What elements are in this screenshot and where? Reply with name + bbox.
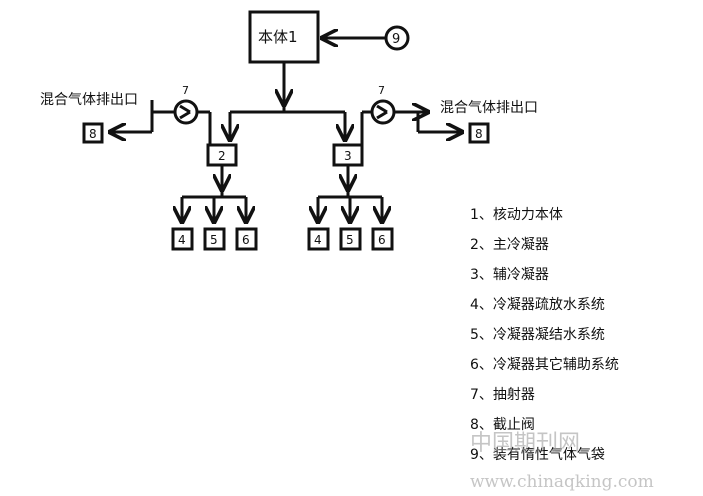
legend-item: 8、截止阀 (470, 417, 535, 433)
body-label: 本体1 (258, 28, 298, 46)
right-sub-6-label: 6 (378, 233, 386, 247)
valve-left-box (82, 122, 104, 144)
bag-label: 9 (392, 32, 400, 47)
left-sub-4-label: 4 (178, 233, 186, 247)
gas-bag-circle (384, 25, 410, 51)
left-sub-6-label: 6 (242, 233, 250, 247)
valve-right-box (468, 122, 490, 144)
legend-item: 9、装有惰性气体气袋 (470, 447, 605, 463)
ejector-right-circle (370, 99, 396, 125)
legend-item: 4、冷凝器疏放水系统 (470, 297, 605, 313)
watermark-url: www.chinaqking.com (470, 472, 654, 492)
legend: 1、核动力本体 2、主冷凝器 3、辅冷凝器 4、冷凝器疏放水系统 5、冷凝器凝结… (470, 200, 695, 470)
right-sub-6-box (371, 227, 394, 251)
outlet-left-label: 混合气体排出口 (40, 92, 138, 108)
condenser-2-label: 2 (218, 149, 226, 163)
outlet-right-label: 混合气体排出口 (440, 100, 538, 116)
valve-right-label: 8 (475, 127, 483, 141)
right-sub-5-box (339, 227, 362, 251)
left-sub-5-box (203, 227, 226, 251)
legend-item: 7、抽射器 (470, 387, 535, 403)
ejector-left-number: 7 (182, 84, 189, 97)
valve-left-label: 8 (89, 127, 97, 141)
right-sub-5-label: 5 (346, 233, 354, 247)
left-sub-4-box (171, 227, 194, 251)
left-sub-5-label: 5 (210, 233, 218, 247)
right-sub-4-label: 4 (314, 233, 322, 247)
left-sub-6-box (235, 227, 258, 251)
watermark-cn: 中国期刊网 (470, 431, 581, 456)
legend-item: 1、核动力本体 (470, 207, 563, 223)
legend-item: 2、主冷凝器 (470, 237, 549, 253)
ejector-left-circle (173, 99, 199, 125)
right-sub-4-box (307, 227, 330, 251)
legend-item: 3、辅冷凝器 (470, 267, 549, 283)
legend-item: 6、冷凝器其它辅助系统 (470, 357, 619, 373)
condenser-3-label: 3 (344, 149, 352, 163)
legend-item: 5、冷凝器凝结水系统 (470, 327, 605, 343)
ejector-right-number: 7 (378, 84, 385, 97)
